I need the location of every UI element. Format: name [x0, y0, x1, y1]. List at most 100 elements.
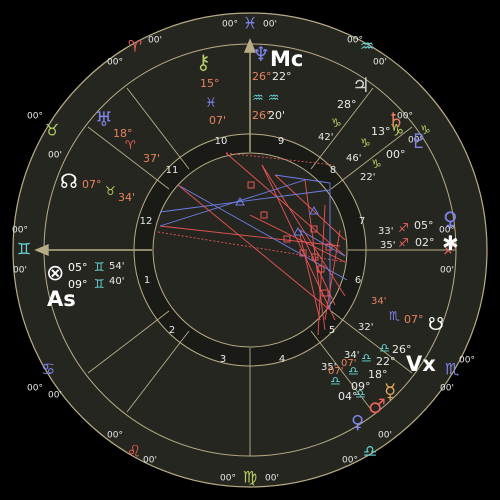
libra-cluster-minute: 32' — [358, 322, 373, 333]
pluto-minute: 22' — [360, 172, 375, 183]
vertex-label: Vx — [406, 352, 436, 376]
taurus-minute: 00' — [48, 151, 62, 161]
neptune-degree: 26° — [252, 70, 272, 83]
ascendant-label: As — [47, 287, 76, 311]
pluto-icon: ♇ — [410, 129, 428, 153]
saturn-minute: 46' — [346, 153, 361, 164]
saturn-icon: ♄ — [387, 108, 405, 132]
as-degree: 09° — [68, 278, 88, 291]
scorpio-degree: 00° — [459, 356, 475, 366]
aspect-circle — [152, 152, 348, 348]
chiron-sign-icon: ♓ — [205, 96, 217, 111]
venus-icon: ♀ — [443, 207, 458, 231]
libra-04-minute: 07' — [328, 366, 343, 377]
aquarius-icon: ♒ — [360, 37, 374, 56]
north-node-sign-icon: ♉ — [105, 184, 116, 198]
house-number-2: 2 — [169, 325, 175, 336]
leo-icon: ♌ — [127, 442, 141, 461]
mercury-icon: ☿ — [384, 379, 396, 403]
zodiac-ring: ♓00°00'♈00°00'♒00°00'♑00°00'♉00°00'♐00°0… — [12, 14, 475, 487]
cancer-degree: 00° — [27, 384, 43, 394]
house-number-8: 8 — [330, 165, 336, 176]
libra-icon: ♎ — [363, 442, 377, 461]
saturn-sign-icon: ♑ — [360, 136, 371, 150]
libra-minute: 00' — [378, 431, 392, 441]
north-node-minute: 34' — [118, 191, 135, 204]
cancer-icon: ♋ — [41, 360, 55, 379]
jupiter-minute: 42' — [318, 132, 333, 143]
libra-18-sign-icon: ♎ — [348, 364, 359, 378]
venus-sign-icon: ♐ — [398, 221, 409, 235]
jupiter-sign-icon: ♑ — [331, 116, 342, 130]
virgo-icon: ♍ — [243, 468, 257, 487]
aquarius-pair-icon: ♒ ♒ — [252, 91, 279, 106]
chiron-minute: 07' — [209, 114, 226, 127]
pof-degree: 05° — [68, 261, 88, 274]
venus-minute: 33' — [378, 226, 393, 237]
mars-icon: ♂ — [368, 394, 386, 418]
aspect-glyphs — [235, 181, 333, 297]
south-node-degree: 07° — [404, 313, 424, 326]
as-minute: 40' — [109, 276, 124, 287]
virgo-degree: 00° — [220, 474, 236, 484]
aspect-lines — [157, 152, 348, 336]
capricorn-icon: ♑ — [390, 121, 404, 140]
aquarius-minute: 00' — [373, 58, 387, 68]
north-node-degree: 07° — [82, 178, 102, 191]
house-number-4: 4 — [279, 354, 285, 365]
uranus-sign-icon: ♈ — [125, 138, 136, 152]
pisces-minute: 00' — [263, 20, 277, 30]
chiron-degree: 15° — [200, 77, 220, 90]
gemini-minute: 00' — [13, 266, 27, 276]
sagittarius-icon: ♐ — [443, 240, 457, 259]
leo-minute: 00' — [143, 456, 157, 466]
jupiter-icon: ♃ — [352, 73, 370, 97]
venus-degree: 05° — [414, 219, 434, 232]
aries-minute: 00' — [148, 36, 162, 46]
aries-icon: ♈ — [128, 37, 142, 56]
uranus-icon: ♅ — [95, 107, 113, 131]
uranus-minute: 37' — [143, 152, 160, 165]
capricorn-minute: 00' — [408, 136, 422, 146]
libra-cluster-sign-icon: ♎ — [379, 341, 390, 355]
chiron-icon: ⚷ — [196, 50, 211, 74]
house-number-6: 6 — [355, 275, 361, 286]
house-number-11: 11 — [166, 165, 179, 176]
neptune-icon: ♆ — [252, 42, 270, 66]
mc-label: Mc — [270, 47, 303, 71]
juno-sign-icon: ♐ — [398, 236, 409, 250]
house-number-9: 9 — [278, 136, 284, 147]
sagittarius-degree: 00° — [439, 226, 455, 236]
aquarius-minute: 20' — [268, 109, 285, 122]
as-sign-icon: ♊ — [94, 277, 105, 291]
pluto-extra-sign-icon: ♑ — [420, 123, 431, 137]
south-node-sign-icon: ♏ — [389, 309, 400, 323]
libra-18-minute: 35' — [321, 362, 336, 373]
house-number-5: 5 — [329, 325, 335, 336]
libra-18-degree: 18° — [368, 368, 388, 381]
leo-degree: 00° — [107, 431, 123, 441]
pisces-degree: 00° — [222, 20, 238, 30]
scorpio-minute: 00' — [440, 384, 454, 394]
pluto-degree: 00° — [386, 148, 406, 161]
venus-lower-icon: ♀ — [351, 412, 364, 433]
taurus-degree: 00° — [27, 112, 43, 122]
jupiter-degree: 28° — [337, 98, 357, 111]
juno-minute: 35' — [380, 240, 395, 251]
gemini-degree: 00° — [12, 226, 28, 236]
virgo-minute: 00' — [265, 474, 279, 484]
libra-09-sign-icon: ♎ — [330, 374, 341, 388]
libra-04-degree: 04° — [338, 390, 358, 403]
libra-degree: 00° — [342, 456, 358, 466]
scorpio-icon: ♏ — [445, 360, 459, 379]
neptune-minute: 22° — [272, 70, 292, 83]
libra-22-sign-icon: ♎ — [361, 351, 372, 365]
house-number-3: 3 — [220, 354, 226, 365]
pluto-sign-icon: ♑ — [371, 157, 382, 171]
libra-cluster-degree: 26° — [392, 343, 412, 356]
part-of-fortune-icon: ⊗ — [46, 261, 64, 286]
house-number-10: 10 — [215, 136, 228, 147]
libra-22-degree: 22° — [376, 355, 396, 368]
